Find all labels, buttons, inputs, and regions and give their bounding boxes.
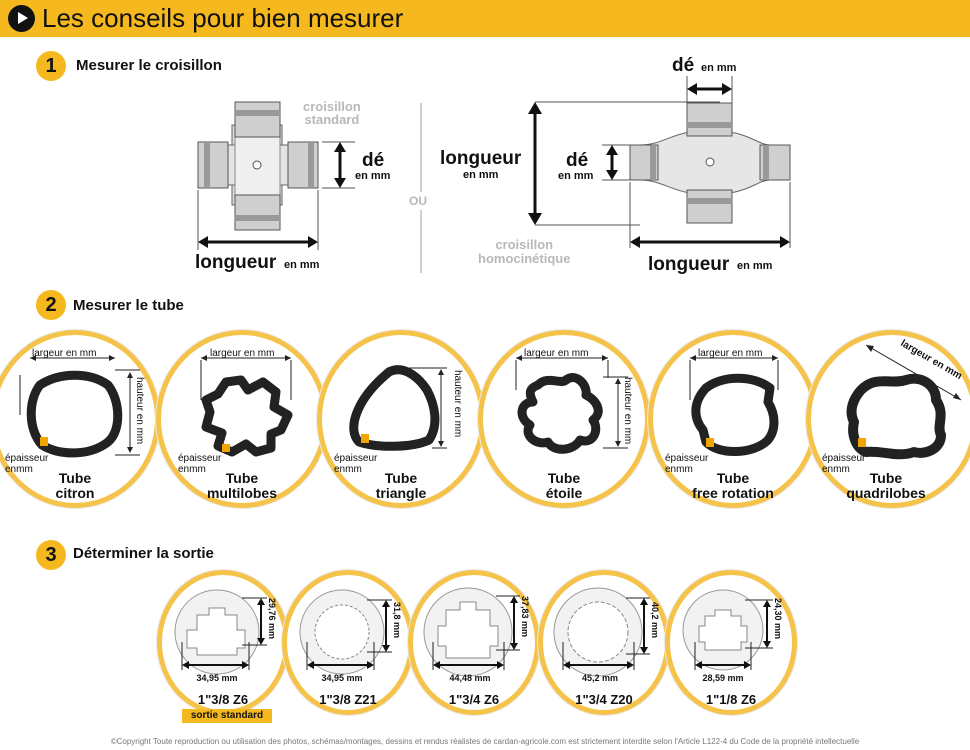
tube-name: Tube triangle	[375, 470, 427, 501]
homo-de-side-label: dé	[566, 150, 589, 171]
header-bar: Les conseils pour bien mesurer	[0, 0, 970, 37]
de-unit: en mm	[355, 170, 391, 182]
tube-citron-icon	[19, 355, 140, 458]
output-height: 31,8 mm	[392, 602, 402, 639]
step-2-label: Mesurer le tube	[73, 297, 184, 314]
hauteur-label: hauteur en mm	[134, 377, 145, 445]
homo-de-side-unit: en mm	[558, 170, 594, 182]
play-arrow-icon	[8, 5, 35, 32]
output-z21-icon	[299, 589, 392, 675]
tube-triangle-icon	[349, 365, 447, 451]
largeur-label: largeur en mm	[210, 348, 275, 359]
output-card-1: 29,76 mm 34,95 mm 1"3/8 Z6	[157, 570, 289, 715]
step-1-label: Mesurer le croisillon	[76, 57, 222, 74]
standard-caption: croisillon standard	[303, 99, 361, 127]
homocinetique-cross-diagram	[528, 76, 791, 248]
output-width: 44,48 mm	[449, 673, 491, 683]
largeur-label: largeur en mm	[524, 348, 589, 359]
tube-name: Tube étoile	[545, 470, 583, 501]
tube-name: Tube multilobes	[206, 470, 277, 501]
tube-etoile-icon	[515, 355, 628, 454]
epaisseur-label: épaisseur enmm	[334, 453, 378, 475]
longueur-unit: en mm	[284, 259, 320, 271]
homo-de-top-label: dé	[672, 55, 695, 76]
output-height: 24,30 mm	[773, 598, 783, 640]
hauteur-label: hauteur en mm	[622, 377, 633, 445]
tube-card-quadrilobes: largeur en mm épaisseur enmm Tube quadri…	[806, 330, 970, 508]
copyright-notice: ©Copyright Toute reproduction ou utilisa…	[110, 737, 860, 746]
output-height: 29,76 mm	[267, 598, 277, 640]
homo-longueur-vertical-unit: en mm	[463, 169, 499, 181]
standard-cross-diagram	[197, 101, 355, 250]
output-card-5: 24,30 mm 28,59 mm 1"1/8 Z6	[665, 570, 797, 715]
output-card-4: 40,2 mm 45,2 mm 1"3/4 Z20	[538, 570, 670, 715]
tube-card-free-rotation: largeur en mm épaisseur enmm Tube free r…	[648, 330, 818, 508]
output-height: 37,83 mm	[520, 596, 530, 638]
tube-card-multilobes: largeur en mm épaisseur enmm Tube multil…	[156, 330, 328, 508]
standard-output-badge: sortie standard	[182, 709, 272, 723]
tube-free-rotation-icon	[689, 355, 779, 456]
tube-quadrilobes-icon	[846, 344, 962, 460]
output-height: 40,2 mm	[650, 602, 660, 639]
page-title: Les conseils pour bien mesurer	[42, 3, 404, 33]
homo-longueur-vertical-label: longueur	[440, 148, 522, 169]
ou-label: OU	[407, 192, 429, 210]
homocinetique-caption: croisillon homocinétique	[478, 237, 571, 266]
epaisseur-label: épaisseur enmm	[5, 453, 49, 475]
output-width: 28,59 mm	[702, 673, 744, 683]
epaisseur-label: épaisseur enmm	[822, 453, 866, 475]
hauteur-label: hauteur en mm	[452, 370, 463, 438]
output-width: 34,95 mm	[321, 673, 363, 683]
output-name: 1"1/8 Z6	[705, 692, 757, 707]
output-width: 45,2 mm	[581, 673, 619, 683]
de-label: dé	[362, 150, 385, 171]
output-z20-icon	[553, 587, 650, 677]
output-z6-large-icon	[423, 587, 520, 677]
divider	[420, 103, 422, 273]
tube-name: Tube free rotation	[692, 470, 774, 501]
output-name: 1"3/8 Z6	[197, 692, 249, 707]
tube-card-etoile: largeur en mm hauteur en mm Tube étoile	[478, 330, 650, 508]
step-3-badge: 3	[36, 540, 66, 570]
largeur-label: largeur en mm	[698, 348, 763, 359]
output-name: 1"3/4 Z20	[575, 692, 633, 707]
tube-name: Tube quadrilobes	[846, 470, 926, 501]
output-card-2: 31,8 mm 34,95 mm 1"3/8 Z21	[282, 570, 414, 715]
epaisseur-label: épaisseur enmm	[178, 453, 222, 475]
step-2-badge: 2	[36, 290, 66, 320]
output-z6-small-icon	[682, 589, 773, 671]
output-name: 1"3/8 Z21	[319, 692, 377, 707]
largeur-label: largeur en mm	[32, 348, 97, 359]
output-name: 1"3/4 Z6	[448, 692, 500, 707]
tube-multilobes-icon	[200, 355, 293, 457]
step-1-badge: 1	[36, 51, 66, 81]
output-z6-icon	[174, 589, 267, 675]
epaisseur-label: épaisseur enmm	[665, 453, 709, 475]
output-card-3: 37,83 mm 44,48 mm 1"3/4 Z6	[408, 570, 540, 715]
step-3-label: Déterminer la sortie	[73, 545, 214, 562]
homo-longueur-label: longueur	[648, 254, 730, 275]
homo-longueur-unit: en mm	[737, 260, 773, 272]
tube-card-triangle: hauteur en mm épaisseur enmm Tube triang…	[317, 330, 485, 508]
output-width: 34,95 mm	[196, 673, 238, 683]
tube-name: Tube citron	[55, 470, 95, 501]
tube-card-citron: largeur en mm hauteur en mm épaisseur en…	[0, 330, 160, 508]
homo-de-top-unit: en mm	[701, 62, 737, 74]
longueur-label: longueur	[195, 252, 277, 273]
